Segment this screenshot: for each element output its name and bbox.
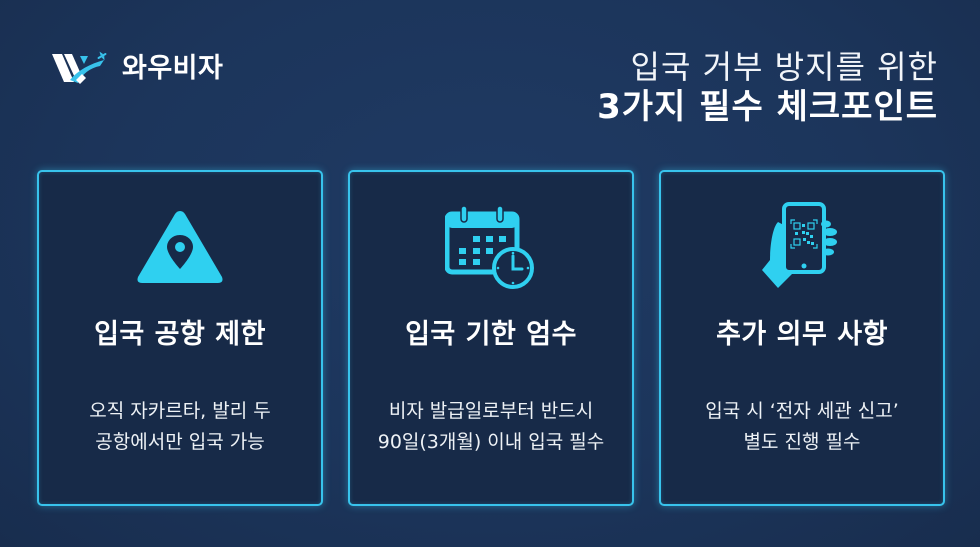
hand-phone-qr-icon xyxy=(762,202,837,288)
headline-subtitle: 입국 거부 방지를 위한 xyxy=(630,48,938,86)
calendar-clock-icon xyxy=(445,205,534,289)
checkpoint-card-deadline: 입국 기한 엄수 비자 발급일로부터 반드시 90일(3개월) 이내 입국 필수 xyxy=(348,170,634,506)
headline-title: 3가지 필수 체크포인트 xyxy=(597,87,938,128)
card-title: 입국 공항 제한 xyxy=(94,319,266,350)
checkpoint-cards: 입국 공항 제한 오직 자카르타, 발리 두 공항에서만 입국 가능 xyxy=(37,170,945,506)
wing-v-plane-logo-icon xyxy=(52,51,107,84)
card-title: 입국 기한 엄수 xyxy=(405,319,577,350)
card-description: 입국 시 ‘전자 세관 신고’ 별도 진행 필수 xyxy=(705,400,899,453)
card-description: 오직 자카르타, 발리 두 공항에서만 입국 가능 xyxy=(89,400,271,453)
card-title: 추가 의무 사항 xyxy=(716,319,888,350)
checkpoint-card-airport: 입국 공항 제한 오직 자카르타, 발리 두 공항에서만 입국 가능 xyxy=(37,170,323,506)
warning-location-pin-icon xyxy=(137,211,223,283)
card-description: 비자 발급일로부터 반드시 90일(3개월) 이내 입국 필수 xyxy=(377,400,605,453)
headline: 입국 거부 방지를 위한 3가지 필수 체크포인트 xyxy=(597,48,938,129)
checkpoint-card-obligation: 추가 의무 사항 입국 시 ‘전자 세관 신고’ 별도 진행 필수 xyxy=(659,170,945,506)
brand-name: 와우비자 xyxy=(122,52,224,84)
brand-logo[interactable]: 와우비자 xyxy=(50,50,223,86)
